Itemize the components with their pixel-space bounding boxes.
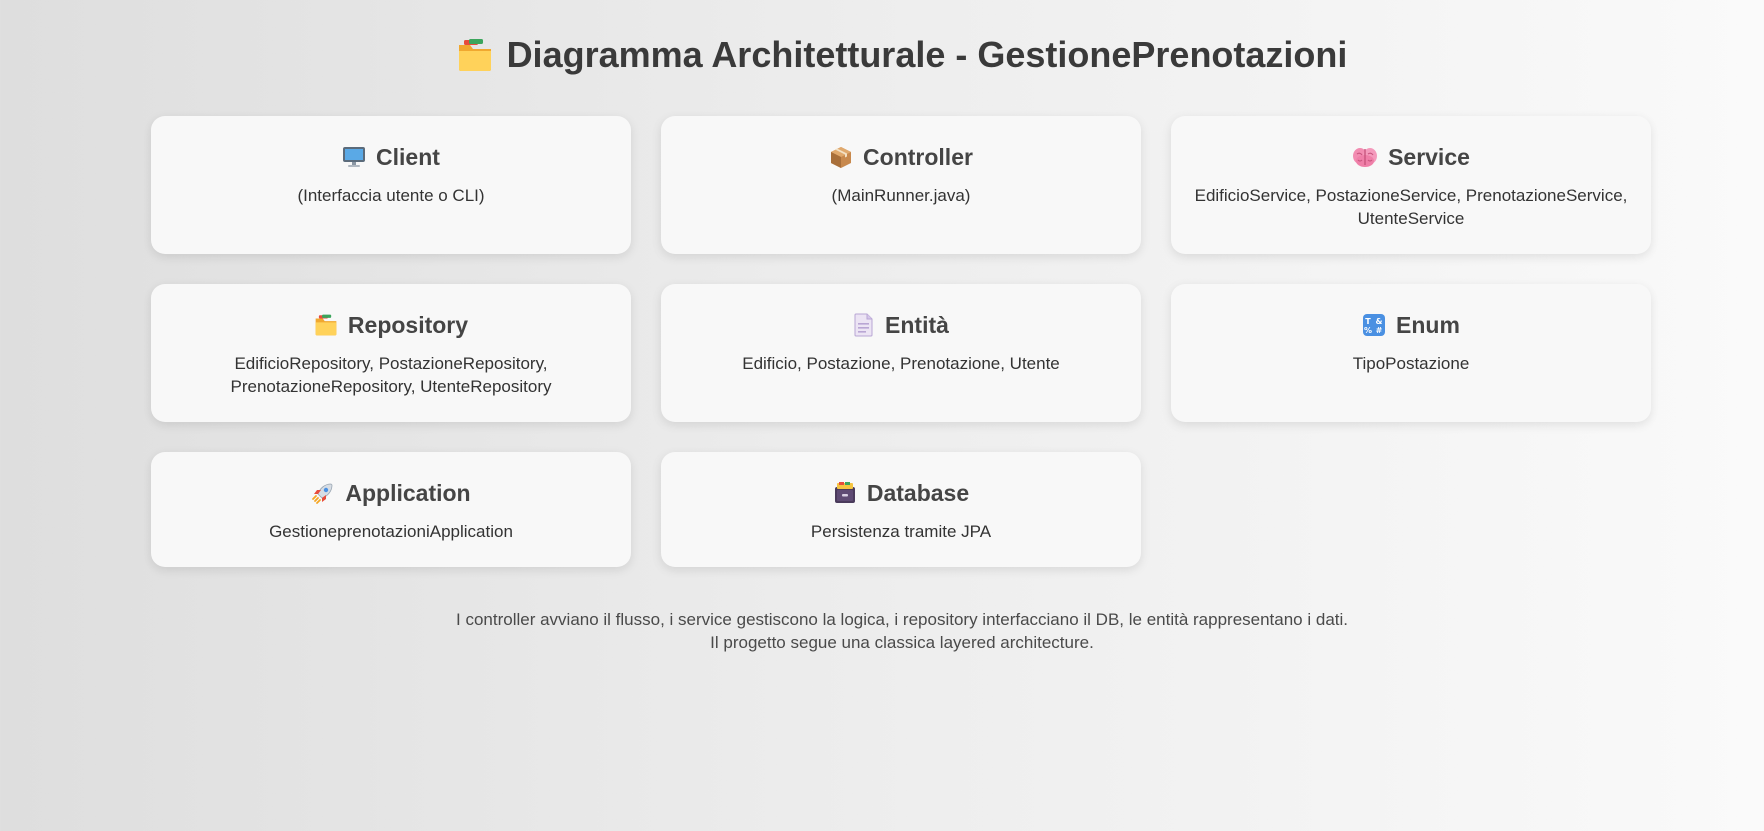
symbols-icon: T & % # [1362, 313, 1386, 337]
card-title: Service [1388, 143, 1470, 170]
card-description: Edificio, Postazione, Prenotazione, Uten… [742, 354, 1060, 373]
card-repository: Repository EdificioRepository, Postazion… [151, 284, 631, 422]
card-header: Application [171, 478, 611, 508]
brain-icon [1352, 146, 1378, 168]
card-title: Database [866, 479, 970, 506]
monitor-icon [342, 146, 366, 168]
card-title: Enum [1396, 311, 1460, 338]
card-service: Service EdificioService, PostazioneServi… [1171, 116, 1651, 254]
card-title: Application [345, 479, 471, 506]
architecture-grid: Client (Interfaccia utente o CLI) Contro… [151, 116, 1651, 567]
card-description: (Interfaccia utente o CLI) [297, 186, 485, 205]
card-header: Controller [681, 142, 1121, 172]
card-header: T & % # Enum [1191, 310, 1631, 340]
card-description: GestioneprenotazioniApplication [269, 522, 513, 541]
card-description: Persistenza tramite JPA [810, 522, 992, 541]
card-client: Client (Interfaccia utente o CLI) [151, 116, 631, 254]
footer-line-1: I controller avviano il flusso, i servic… [456, 610, 1348, 629]
folder-icon [314, 314, 338, 336]
file-cabinet-icon [833, 481, 857, 505]
card-header: Repository [171, 310, 611, 340]
footer-note: I controller avviano il flusso, i servic… [0, 608, 1764, 654]
card-description: EdificioRepository, PostazioneRepository… [230, 354, 552, 396]
card-description: EdificioService, PostazioneService, Pren… [1194, 186, 1628, 228]
folder-icon [457, 38, 493, 72]
card-header: Entità [681, 310, 1121, 340]
card-title: Repository [347, 311, 469, 338]
card-title: Controller [863, 143, 973, 170]
card-database: Database Persistenza tramite JPA [661, 452, 1141, 567]
rocket-icon [311, 481, 335, 505]
card-application: Application GestioneprenotazioniApplicat… [151, 452, 631, 567]
card-header: Client [171, 142, 611, 172]
card-controller: Controller (MainRunner.java) [661, 116, 1141, 254]
svg-text:&: & [1376, 317, 1383, 326]
card-description: TipoPostazione [1352, 354, 1470, 373]
card-header: Service [1191, 142, 1631, 172]
svg-text:T: T [1365, 317, 1371, 326]
page-title: Diagramma Architetturale - GestionePreno… [0, 34, 1764, 76]
document-icon [853, 313, 875, 337]
package-icon [829, 145, 853, 169]
card-title: Entità [885, 311, 949, 338]
card-entita: Entità Edificio, Postazione, Prenotazion… [661, 284, 1141, 422]
card-description: (MainRunner.java) [831, 186, 971, 205]
card-enum: T & % # Enum TipoPostazione [1171, 284, 1651, 422]
card-header: Database [681, 478, 1121, 508]
svg-text:%: % [1364, 326, 1372, 335]
card-title: Client [376, 143, 440, 170]
page-title-text: Diagramma Architetturale - GestionePreno… [506, 34, 1348, 75]
footer-line-2: Il progetto segue una classica layered a… [710, 633, 1094, 652]
svg-text:#: # [1376, 326, 1383, 335]
